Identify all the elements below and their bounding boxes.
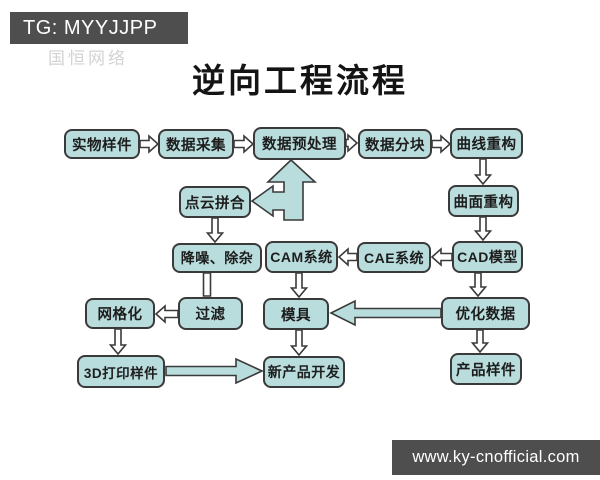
connector-h-3 [431,134,452,154]
flow-node-physical-sample: 实物样件 [64,129,140,159]
connector-h-6 [154,304,179,324]
connector-v-1 [473,216,493,242]
connector-h-0 [139,134,160,154]
flow-node-data-segmentation: 数据分块 [358,129,432,159]
connector-v-2 [205,217,225,244]
connector-h-4 [337,247,358,267]
watermark-tag-text: TG: MYYJJPP [23,16,158,39]
flow-node-mold: 模具 [263,298,329,330]
flow-node-optimized-data: 优化数据 [441,297,530,330]
flow-node-data-preprocessing: 数据预处理 [253,127,346,160]
connector-h-1 [233,134,255,154]
flow-node-curve-reconstruction: 曲线重构 [450,128,523,159]
connector-3d-print-to-new-product [165,357,264,385]
flow-node-new-product-development: 新产品开发 [263,356,345,388]
flow-node-data-acquisition: 数据采集 [158,129,234,159]
flow-node-surface-reconstruction: 曲面重构 [448,185,519,217]
connector-h-2 [345,133,359,153]
connector-shaft-denoise-filter [202,272,212,297]
connector-v-3 [289,272,309,299]
flow-node-meshing: 网格化 [85,298,155,329]
flow-node-cae-system: CAE系统 [357,242,431,273]
watermark-brand: 国恒网络 [48,49,128,68]
connector-h-5 [430,247,453,267]
flow-node-printed-sample-3d: 3D打印样件 [77,355,165,388]
connector-v-4 [289,329,309,357]
flow-node-filtering: 过滤 [178,297,243,330]
connector-v-6 [468,272,488,298]
connector-v-0 [473,158,493,186]
connector-optimized-data-to-mold [329,299,442,327]
flow-node-cam-system: CAM系统 [265,241,338,273]
website-url: www.ky-cnofficial.com [412,448,580,466]
flow-node-product-sample: 产品样件 [450,353,522,385]
watermark-tag-bar: TG: MYYJJPP [10,12,188,44]
flow-node-denoise-cleanup: 降噪、除杂 [172,243,262,273]
diagram-title: 逆向工程流程 [192,64,408,100]
flow-node-point-cloud-merging: 点云拼合 [179,186,251,218]
connector-v-5 [108,328,128,356]
flow-node-cad-model: CAD模型 [452,241,523,273]
connector-v-7 [470,329,490,354]
bent-arrow-preprocessing-pointcloud [250,158,318,221]
website-bar: www.ky-cnofficial.com [392,440,600,475]
